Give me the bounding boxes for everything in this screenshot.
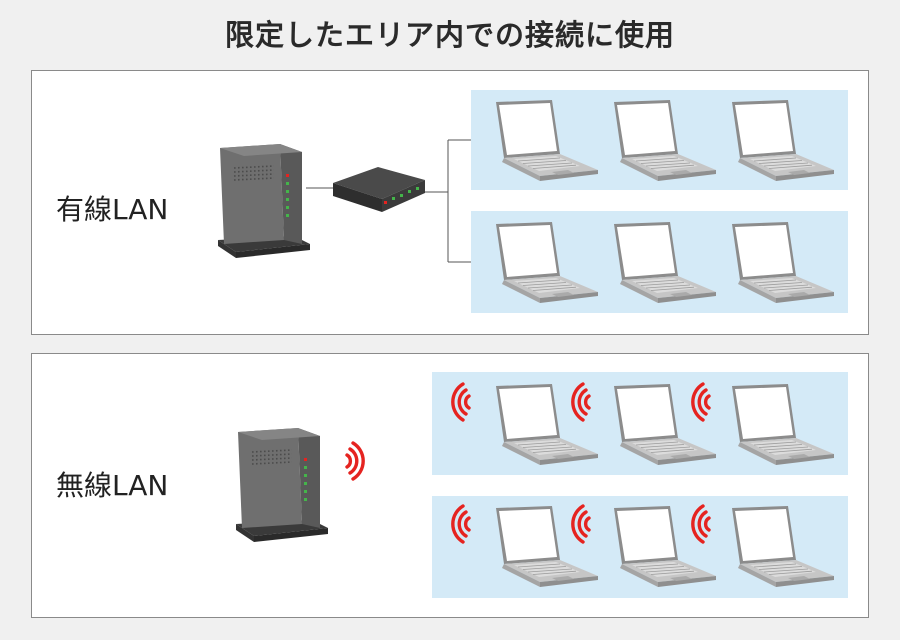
switch-hub-icon: [333, 167, 425, 212]
wired-laptops: [495, 99, 835, 304]
wifi-signal-icon: [345, 441, 365, 481]
wired-lan-label: 有線LAN: [56, 193, 169, 226]
wireless-lan-label: 無線LAN: [56, 469, 169, 502]
lan-cables: [306, 139, 471, 263]
wireless-laptops: [451, 382, 835, 588]
diagram-title: 限定したエリア内での接続に使用: [224, 18, 675, 52]
router-icon: [235, 427, 329, 543]
router-icon: [217, 143, 311, 259]
